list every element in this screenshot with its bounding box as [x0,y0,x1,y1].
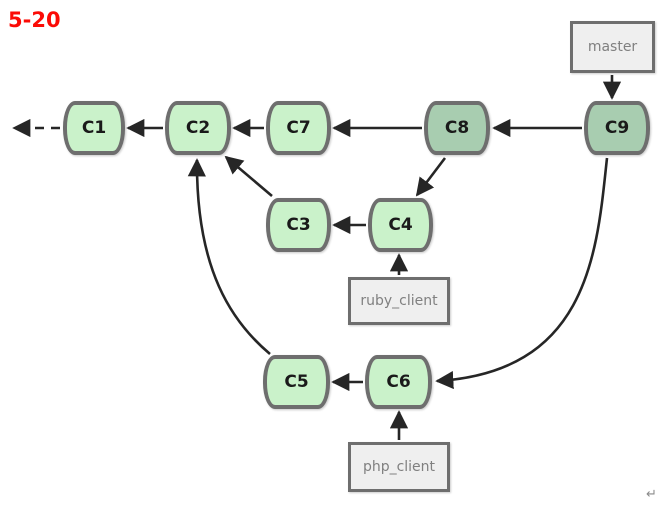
commit-node-c9[interactable]: C9 [584,101,650,155]
edge-c8-c4 [415,157,447,197]
commit-label: C6 [386,372,411,392]
commit-node-c7[interactable]: C7 [266,101,331,155]
commit-node-c3[interactable]: C3 [266,198,331,252]
commit-label: C2 [185,118,211,138]
commit-label: C5 [284,372,309,392]
branch-ref-master[interactable]: master [570,21,655,73]
branch-ref-label: master [587,39,638,55]
commit-node-c4[interactable]: C4 [368,198,433,252]
commit-node-c1[interactable]: C1 [63,101,125,155]
commit-label: C4 [388,215,413,235]
edge-c9-c6 [435,157,609,390]
branch-ref-php-client[interactable]: php_client [348,442,450,492]
commit-label: C8 [444,118,470,138]
commit-node-c8[interactable]: C8 [424,101,490,155]
edge-c5-c2 [187,158,271,355]
branch-ref-label: php_client [362,459,436,475]
commit-label: C9 [604,118,630,138]
branch-ref-ruby-client[interactable]: ruby_client [348,277,450,325]
branch-ref-label: ruby_client [360,293,438,309]
commit-label: C1 [81,118,107,138]
commit-node-c6[interactable]: C6 [365,355,432,409]
page-label: 5-20 [8,8,61,32]
return-mark-icon: ↵ [646,487,657,502]
commit-label: C3 [286,215,311,235]
commit-label: C7 [286,118,311,138]
edge-c3-c2 [224,155,273,197]
commit-node-c5[interactable]: C5 [263,355,330,409]
commit-node-c2[interactable]: C2 [165,101,231,155]
